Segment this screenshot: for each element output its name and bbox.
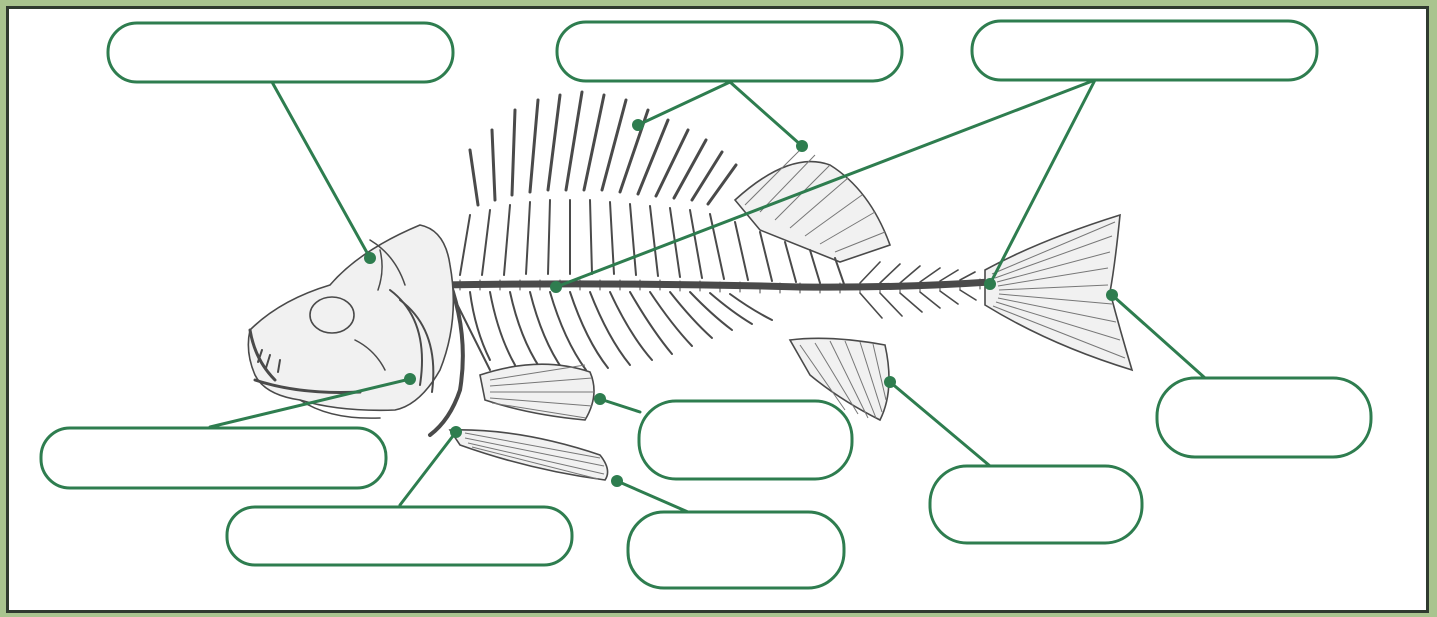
pointer-dot: [796, 140, 808, 152]
label-boxes: [41, 21, 1371, 588]
pointer-dot: [364, 252, 376, 264]
label-box-7[interactable]: [628, 512, 844, 588]
label-box-4[interactable]: [1157, 378, 1371, 457]
dorsal-spiny-fin: [470, 92, 736, 205]
pointer-dot: [550, 281, 562, 293]
leader-line-1: [272, 82, 370, 258]
pointer-dot: [611, 475, 623, 487]
label-box-1[interactable]: [108, 23, 453, 82]
label-box-5[interactable]: [930, 466, 1142, 543]
leader-line-7: [617, 481, 688, 512]
pointer-dot: [884, 376, 896, 388]
vertebral-column: [440, 279, 990, 293]
leader-line-2a: [638, 82, 730, 125]
pointer-dot: [1106, 289, 1118, 301]
leader-line-6: [600, 399, 640, 412]
label-box-8[interactable]: [227, 507, 572, 565]
pointer-dot: [632, 119, 644, 131]
pointer-dot: [594, 393, 606, 405]
label-box-9[interactable]: [41, 428, 386, 488]
pectoral-fin: [480, 364, 594, 420]
label-box-6[interactable]: [639, 401, 852, 479]
leader-line-2b: [730, 82, 802, 146]
skull: [248, 225, 453, 418]
pointer-dot: [404, 373, 416, 385]
pointer-dot: [450, 426, 462, 438]
label-box-2[interactable]: [557, 22, 902, 81]
ribs: [470, 292, 772, 370]
pelvic-fin: [450, 430, 608, 480]
pointer-dot: [984, 278, 996, 290]
leader-line-8: [400, 432, 456, 505]
leader-line-5: [890, 382, 990, 466]
label-box-3[interactable]: [972, 21, 1317, 80]
